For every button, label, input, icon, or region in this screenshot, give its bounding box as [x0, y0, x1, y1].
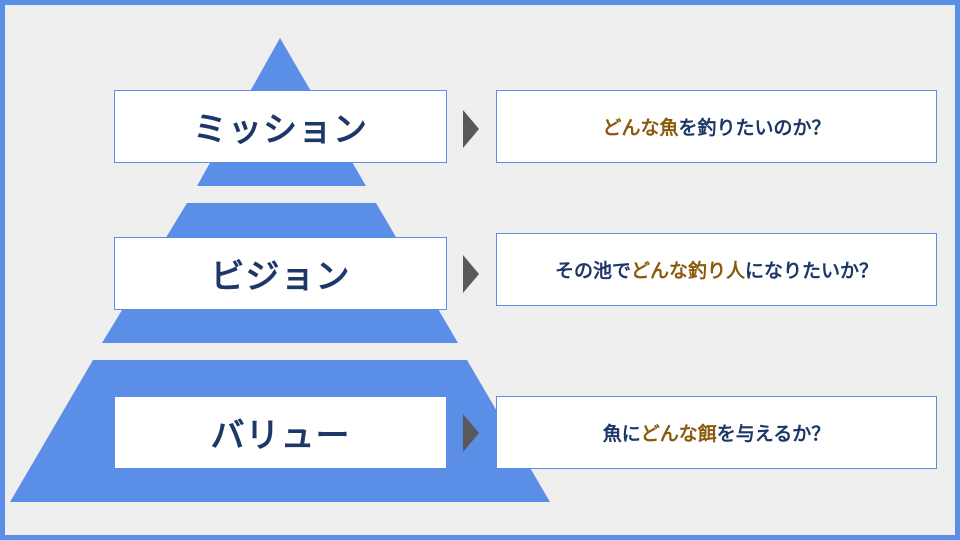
- question-text: どんな餌: [640, 423, 717, 445]
- triangle-right-icon: [463, 414, 479, 452]
- level-label-mission: ミッション: [114, 90, 447, 163]
- question-text: になりたいか？: [745, 260, 879, 282]
- question-text: どんな魚: [602, 117, 679, 139]
- level-label-vision: ビジョン: [114, 237, 447, 310]
- question-text: 魚に: [602, 423, 641, 445]
- question-text: その池で: [554, 260, 631, 282]
- question-text: を与えるか？: [716, 423, 831, 445]
- question-box-vision: その池でどんな釣り人になりたいか？: [496, 233, 937, 306]
- question-text: を釣りたいのか？: [678, 117, 831, 139]
- question-box-value: 魚にどんな餌を与えるか？: [496, 396, 937, 469]
- question-box-mission: どんな魚を釣りたいのか？: [496, 90, 937, 163]
- question-text: どんな釣り人: [630, 260, 745, 282]
- level-label-value: バリュー: [115, 397, 446, 468]
- triangle-right-icon: [463, 255, 479, 293]
- triangle-right-icon: [463, 110, 479, 148]
